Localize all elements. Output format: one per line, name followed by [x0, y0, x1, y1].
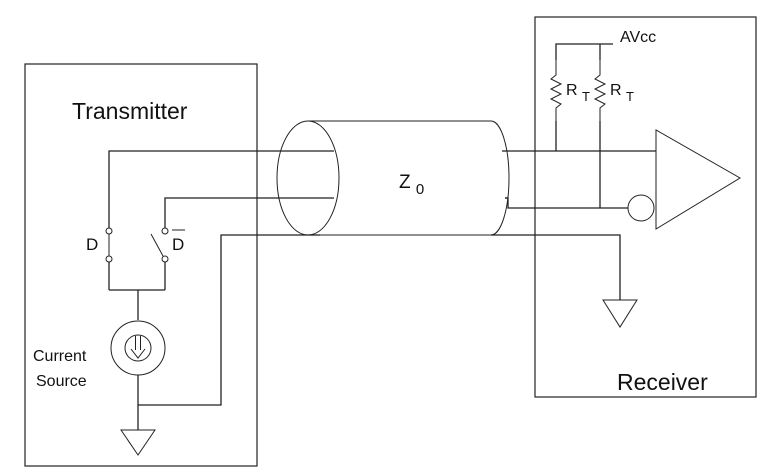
resistor-rt-2: [593, 60, 607, 121]
receiver-amplifier-icon: [655, 129, 741, 230]
receiver-block: Receiver AVcc R T R T: [491, 16, 757, 398]
impedance-main: Z: [399, 172, 411, 193]
receiver-box: [534, 16, 757, 398]
d-signal-wire: [108, 150, 308, 228]
receiver-ground-icon: [602, 299, 638, 328]
avcc-rail: [555, 43, 613, 60]
dbar-signal-wire: [164, 197, 308, 228]
switch-d: [105, 227, 113, 290]
avcc-label: AVcc: [620, 29, 656, 46]
receiver-title: Receiver: [617, 369, 708, 395]
impedance-subscript: 0: [416, 181, 424, 198]
transmitter-block: Transmitter D D: [24, 63, 308, 467]
switch-dbar: [150, 227, 169, 290]
resistor-rt-1-label: R T: [566, 82, 590, 104]
switch-d-label: D: [86, 235, 98, 254]
down-arrow-icon: [124, 334, 152, 362]
receiver-ground-wire: [491, 234, 621, 300]
resistor-rt-2-label: R T: [610, 82, 634, 104]
transmitter-title: Transmitter: [72, 98, 188, 124]
current-source-label-line2: Source: [36, 373, 87, 390]
inverting-bubble-icon: [627, 194, 655, 222]
switch-dbar-label: D: [172, 235, 184, 254]
transmitter-ground-icon: [120, 429, 156, 456]
impedance-label: Z 0: [399, 172, 424, 198]
twisted-pair-cable: [276, 120, 510, 236]
current-source-label-line1: Current: [33, 348, 87, 365]
transmitter-box: [24, 63, 258, 467]
return-wire: [138, 234, 308, 406]
resistor-rt-1: [549, 60, 563, 121]
